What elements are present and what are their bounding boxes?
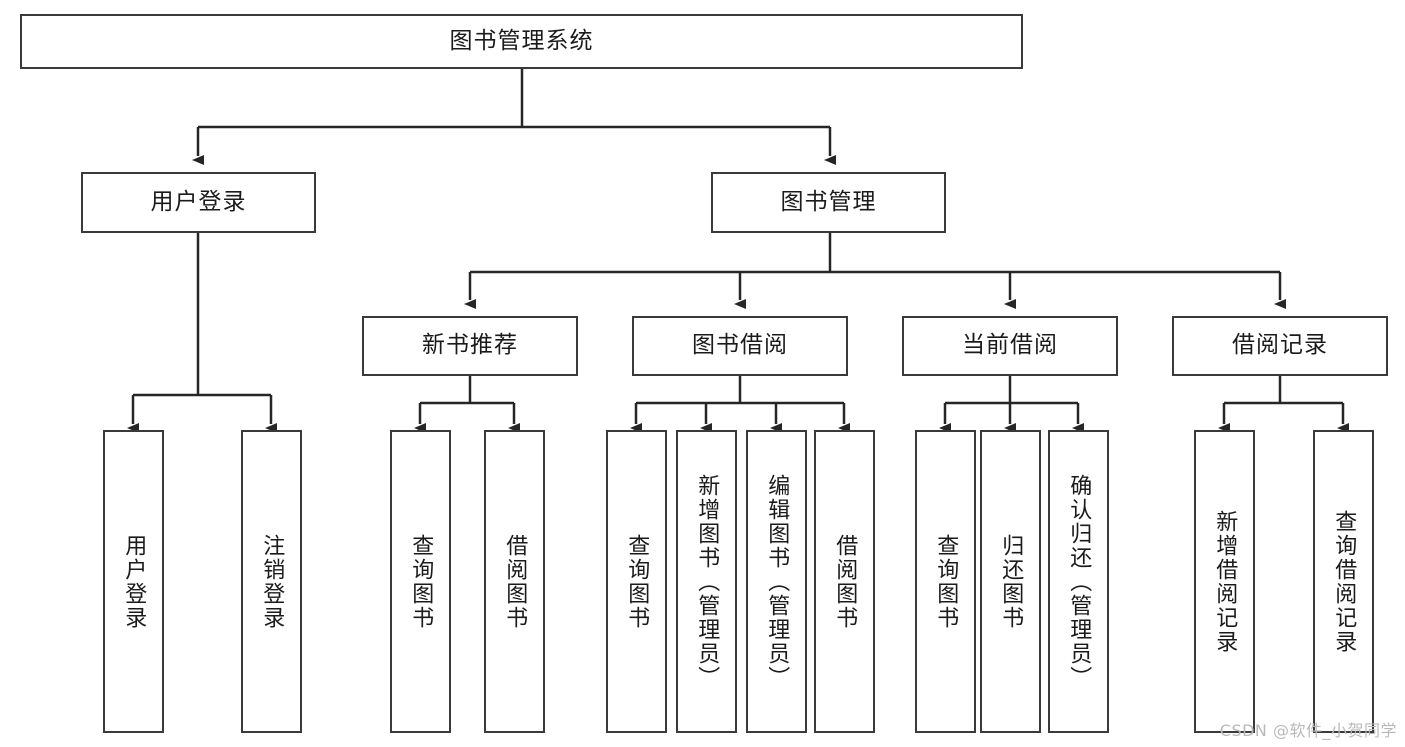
leaf-current-borrow-return[interactable]: 归还图书 [980, 430, 1041, 733]
csdn-watermark: CSDN @软件_小贺同学 [1219, 721, 1397, 740]
node-current-borrow[interactable]: 当前借阅 [902, 316, 1118, 376]
node-borrow-records[interactable]: 借阅记录 [1172, 316, 1388, 376]
leaf-current-borrow-confirm-return[interactable]: 确认归还（管理员） [1048, 430, 1109, 733]
node-label: 当前借阅 [962, 332, 1058, 359]
node-label: 确认归还（管理员） [1066, 473, 1092, 690]
node-label: 查询图书 [408, 533, 434, 630]
node-label: 编辑图书（管理员） [764, 473, 790, 690]
leaf-book-borrow-edit[interactable]: 编辑图书（管理员） [746, 430, 807, 733]
node-label: 归还图书 [998, 533, 1024, 630]
node-label: 注销登录 [259, 533, 285, 630]
node-label: 查询图书 [933, 533, 959, 630]
leaf-book-borrow-borrow[interactable]: 借阅图书 [814, 430, 875, 733]
node-label: 查询图书 [624, 533, 650, 630]
node-label: 用户登录 [121, 533, 147, 630]
leaf-borrow-record-query[interactable]: 查询借阅记录 [1313, 430, 1374, 733]
node-label: 新增图书（管理员） [694, 473, 720, 690]
node-label: 借阅图书 [832, 533, 858, 630]
leaf-current-borrow-query[interactable]: 查询图书 [915, 430, 976, 733]
node-user-login[interactable]: 用户登录 [81, 172, 316, 233]
leaf-book-borrow-add[interactable]: 新增图书（管理员） [676, 430, 737, 733]
leaf-user-login-signout[interactable]: 注销登录 [241, 430, 302, 733]
node-label: 图书管理系统 [449, 27, 594, 54]
node-root-system[interactable]: 图书管理系统 [20, 14, 1023, 69]
leaf-new-book-query[interactable]: 查询图书 [390, 430, 451, 733]
node-label: 新书推荐 [422, 332, 518, 359]
node-new-book-recommend[interactable]: 新书推荐 [362, 316, 578, 376]
leaf-user-login-signin[interactable]: 用户登录 [103, 430, 164, 733]
node-label: 图书管理 [780, 188, 877, 215]
node-label: 用户登录 [150, 188, 247, 215]
leaf-book-borrow-query[interactable]: 查询图书 [606, 430, 667, 733]
node-label: 借阅图书 [502, 533, 528, 630]
leaf-borrow-record-add[interactable]: 新增借阅记录 [1194, 430, 1255, 733]
node-book-management[interactable]: 图书管理 [711, 172, 946, 233]
node-label: 图书借阅 [692, 332, 788, 359]
leaf-new-book-borrow[interactable]: 借阅图书 [484, 430, 545, 733]
node-label: 借阅记录 [1232, 332, 1328, 359]
node-label: 新增借阅记录 [1212, 509, 1238, 654]
node-label: 查询借阅记录 [1331, 509, 1357, 654]
node-book-borrow[interactable]: 图书借阅 [632, 316, 848, 376]
